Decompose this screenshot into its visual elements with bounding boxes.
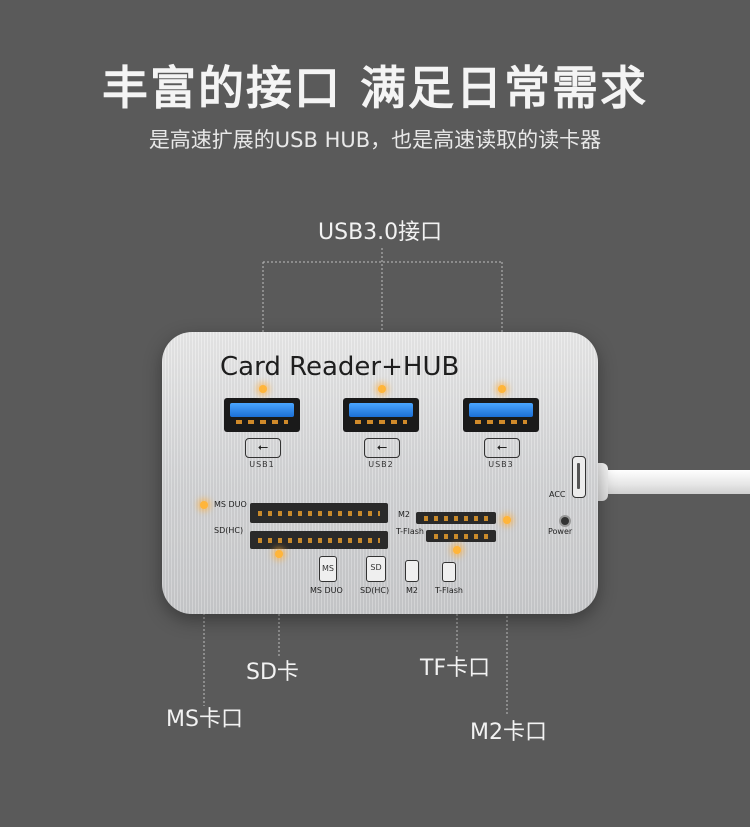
- m2-slot-highlight-dot: [503, 516, 511, 524]
- tf-callout: TF卡口: [420, 656, 491, 681]
- usb-1-highlight-dot: [259, 385, 267, 393]
- acc-label: ACC: [549, 490, 566, 499]
- subheadline: 是高速扩展的USB HUB，也是高速读取的读卡器: [148, 128, 602, 152]
- usb-2-highlight-dot: [378, 385, 386, 393]
- sd-card-icon: SD: [366, 556, 386, 582]
- m2-slot-label: M2: [398, 510, 410, 519]
- card-reader-hub: Card Reader+HUB ⭠ ⭠ ⭠ USB1 USB2 USB3 MS …: [162, 332, 598, 614]
- headline: 丰富的接口 满足日常需求: [101, 61, 648, 115]
- sd-hc-slot: [250, 531, 388, 549]
- usb-port-1-label: USB1: [249, 460, 275, 469]
- power-led: [559, 515, 571, 527]
- ms-duo-slot: [250, 503, 388, 523]
- m2-slot: [416, 512, 496, 524]
- usb-port-1: [224, 398, 300, 432]
- ms-callout: MS卡口: [166, 707, 243, 732]
- ms-card-icon: MS: [319, 556, 337, 582]
- usb-symbol-icon: ⭠: [364, 438, 400, 458]
- m2-icon-caption: M2: [406, 586, 418, 595]
- usb-port-2-label: USB2: [368, 460, 394, 469]
- usb-3-highlight-dot: [498, 385, 506, 393]
- sd-hc-icon-caption: SD(HC): [360, 586, 390, 595]
- power-label: Power: [548, 527, 573, 536]
- t-flash-icon-caption: T-Flash: [435, 586, 464, 595]
- usb-port-3: [463, 398, 539, 432]
- tf-slot-highlight-dot: [453, 546, 461, 554]
- usb-symbol-icon: ⭠: [484, 438, 520, 458]
- usb-callout: USB3.0接口: [318, 220, 443, 245]
- ms-slot-highlight-dot: [200, 501, 208, 509]
- t-flash-slot: [426, 530, 496, 542]
- device-brand-text: Card Reader+HUB: [220, 352, 460, 382]
- acc-switch: [572, 456, 586, 498]
- ms-duo-slot-label: MS DUO: [214, 500, 247, 509]
- ms-duo-icon-caption: MS DUO: [310, 586, 343, 595]
- usb-port-3-label: USB3: [488, 460, 514, 469]
- sd-callout: SD卡: [246, 660, 299, 685]
- m2-card-icon: [405, 560, 419, 582]
- usb-port-2: [343, 398, 419, 432]
- usb-cable: [592, 470, 750, 494]
- usb-symbol-icon: ⭠: [245, 438, 281, 458]
- t-flash-slot-label: T-Flash: [396, 527, 425, 536]
- tf-card-icon: [442, 562, 456, 582]
- sd-hc-slot-label: SD(HC): [214, 526, 244, 535]
- sd-slot-highlight-dot: [275, 550, 283, 558]
- m2-callout: M2卡口: [470, 720, 547, 745]
